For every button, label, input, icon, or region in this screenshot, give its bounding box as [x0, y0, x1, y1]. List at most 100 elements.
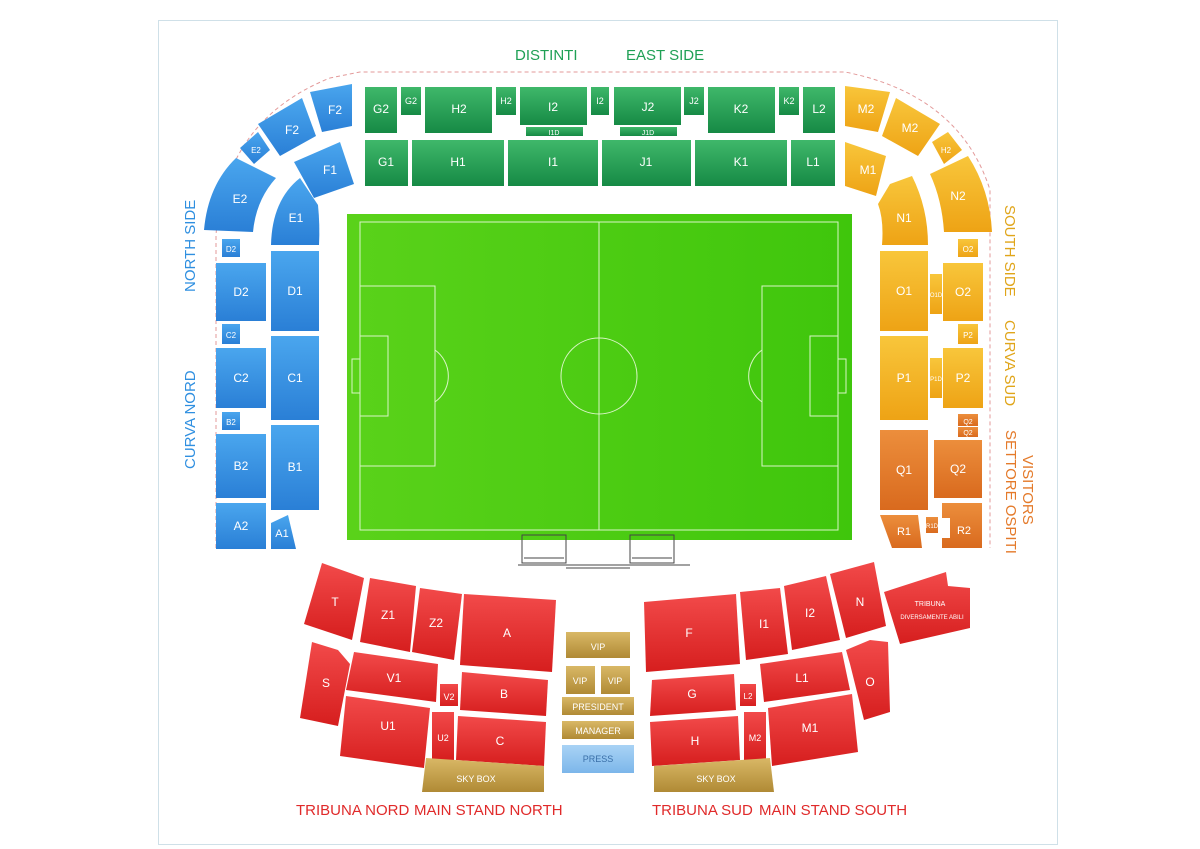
svg-text:F: F [685, 626, 692, 640]
section-v1[interactable]: V1 [346, 652, 438, 702]
section-e1[interactable]: E1 [271, 178, 320, 245]
section-f2[interactable]: F2 [258, 98, 316, 156]
section-g[interactable]: G [650, 674, 736, 716]
box-manager[interactable]: MANAGER [562, 721, 634, 739]
section-i2-south[interactable]: I2 [784, 576, 840, 650]
box-skybox-south[interactable]: SKY BOX [654, 758, 774, 792]
section-q2[interactable]: Q2 [934, 440, 982, 498]
section-o1[interactable]: O1 [880, 251, 928, 331]
svg-text:P1D: P1D [930, 377, 942, 383]
section-r2[interactable]: R2 [942, 503, 982, 548]
section-p2-small[interactable]: P2 [958, 324, 978, 344]
section-l1[interactable]: L1 [791, 140, 835, 186]
section-o2[interactable]: O2 [943, 263, 983, 321]
section-j2[interactable]: J2 [614, 87, 681, 125]
section-k2-small[interactable]: K2 [779, 87, 799, 115]
section-f1[interactable]: F1 [294, 142, 354, 198]
section-m1[interactable]: M1 [845, 142, 886, 196]
section-o1d[interactable]: O1D [930, 274, 943, 314]
section-n1[interactable]: N1 [878, 176, 928, 245]
section-r1d[interactable]: R1D [926, 517, 939, 533]
section-o2-small[interactable]: O2 [958, 239, 978, 257]
section-c2[interactable]: C2 [216, 348, 266, 408]
section-s[interactable]: S [300, 642, 350, 726]
section-h2-small[interactable]: H2 [496, 87, 516, 115]
section-g1[interactable]: G1 [365, 140, 408, 186]
section-d1[interactable]: D1 [271, 251, 319, 331]
section-c1[interactable]: C1 [271, 336, 319, 420]
section-u2[interactable]: U2 [432, 712, 454, 760]
box-vip-left[interactable]: VIP [566, 666, 595, 694]
section-p1d[interactable]: P1D [930, 358, 943, 398]
svg-text:I2: I2 [596, 96, 604, 106]
box-vip-right[interactable]: VIP [601, 666, 630, 694]
section-l2[interactable]: L2 [803, 87, 835, 133]
north-side-sections: F2 F2 E2 E2 F1 E1 D2 D2 D1 C2 C2 C1 B2 B… [204, 84, 354, 549]
section-m2-south[interactable]: M2 [744, 712, 766, 760]
section-r1[interactable]: R1 [880, 515, 922, 548]
section-n2[interactable]: N2 [930, 156, 992, 232]
section-b1[interactable]: B1 [271, 425, 319, 510]
section-m2-top[interactable]: M2 [845, 86, 890, 132]
section-h2[interactable]: H2 [425, 87, 492, 133]
section-m2[interactable]: M2 [882, 98, 940, 156]
section-l2-south[interactable]: L2 [740, 684, 756, 706]
section-p2[interactable]: P2 [943, 348, 983, 408]
section-o-south[interactable]: O [846, 640, 890, 720]
section-d2-small[interactable]: D2 [222, 239, 240, 257]
section-l1-south[interactable]: L1 [760, 652, 850, 702]
section-j1d[interactable]: J1D [620, 127, 677, 137]
section-i1[interactable]: I1 [508, 140, 598, 186]
svg-text:L1: L1 [795, 671, 809, 685]
section-z1[interactable]: Z1 [360, 578, 416, 652]
section-u1[interactable]: U1 [340, 696, 430, 768]
section-j1[interactable]: J1 [602, 140, 691, 186]
section-i2[interactable]: I2 [520, 87, 587, 125]
section-p1[interactable]: P1 [880, 336, 928, 420]
section-g2-small[interactable]: G2 [401, 87, 421, 115]
section-c[interactable]: C [456, 716, 546, 766]
svg-text:O2: O2 [963, 245, 974, 254]
section-i1-south[interactable]: I1 [740, 588, 788, 660]
svg-text:U1: U1 [380, 719, 396, 733]
section-a[interactable]: A [460, 594, 556, 672]
svg-text:I2: I2 [805, 606, 815, 620]
box-press[interactable]: PRESS [562, 745, 634, 773]
section-m1-south[interactable]: M1 [768, 694, 858, 766]
section-z2[interactable]: Z2 [412, 588, 462, 660]
section-k1[interactable]: K1 [695, 140, 787, 186]
section-a1[interactable]: A1 [271, 515, 296, 549]
svg-text:O1D: O1D [930, 293, 943, 299]
box-vip-top[interactable]: VIP [566, 632, 630, 658]
svg-text:M2: M2 [749, 733, 762, 743]
section-b[interactable]: B [460, 672, 548, 716]
section-q1[interactable]: Q1 [880, 430, 928, 510]
section-i2-small[interactable]: I2 [591, 87, 609, 115]
section-f2-top[interactable]: F2 [310, 84, 352, 132]
section-t[interactable]: T [304, 563, 364, 640]
box-skybox-north[interactable]: SKY BOX [422, 758, 544, 792]
section-j2-small[interactable]: J2 [684, 87, 704, 115]
section-h2-small-south[interactable]: H2 [932, 132, 962, 164]
section-i1d[interactable]: I1D [526, 127, 583, 137]
section-q2-small-top[interactable]: Q2 [958, 414, 978, 426]
section-n-south[interactable]: N [830, 562, 886, 638]
svg-text:MANAGER: MANAGER [575, 726, 621, 736]
section-e2-small[interactable]: E2 [240, 132, 270, 164]
section-a2[interactable]: A2 [216, 503, 266, 549]
section-c2-small[interactable]: C2 [222, 324, 240, 344]
section-f[interactable]: F [644, 594, 740, 672]
section-q2-small[interactable]: Q2 [958, 427, 978, 437]
section-b2-small[interactable]: B2 [222, 412, 240, 430]
section-h1[interactable]: H1 [412, 140, 504, 186]
section-k2[interactable]: K2 [708, 87, 775, 133]
section-d2[interactable]: D2 [216, 263, 266, 321]
section-v2[interactable]: V2 [440, 684, 458, 706]
section-h[interactable]: H [650, 716, 740, 766]
box-president[interactable]: PRESIDENT [562, 697, 634, 715]
section-g2[interactable]: G2 [365, 87, 397, 133]
section-b2[interactable]: B2 [216, 434, 266, 498]
section-e2[interactable]: E2 [204, 158, 276, 232]
